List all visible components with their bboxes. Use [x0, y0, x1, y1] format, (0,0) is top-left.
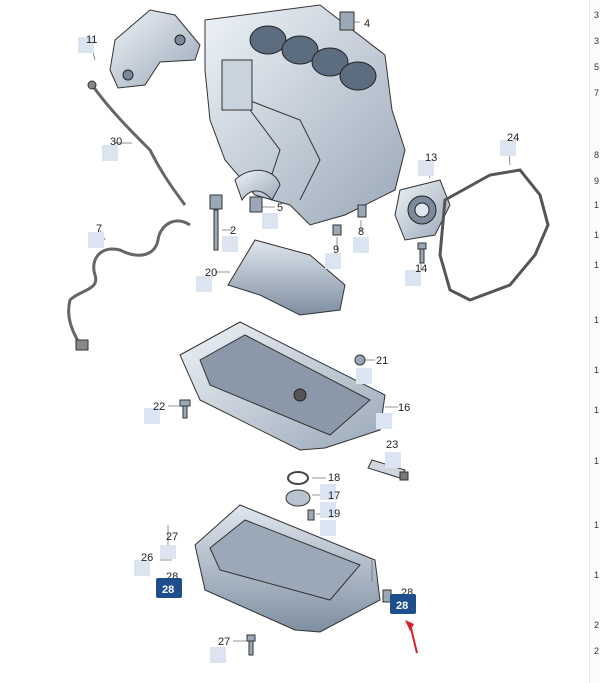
- svg-text:27: 27: [218, 636, 230, 648]
- svg-text:16: 16: [398, 402, 410, 414]
- svg-text:4: 4: [364, 18, 370, 30]
- pointer-arrow: [405, 620, 418, 654]
- svg-text:23: 23: [386, 439, 398, 451]
- pump-seals: [285, 471, 315, 521]
- bearing-caps: [209, 169, 367, 251]
- oil-baffle: [227, 239, 346, 316]
- svg-text:13: 13: [425, 152, 437, 164]
- svg-text:26: 26: [141, 552, 153, 564]
- gasket: [438, 168, 550, 302]
- callout-17[interactable]: 17: [320, 490, 340, 518]
- engine-bracket: [109, 9, 201, 89]
- callout-27-upper[interactable]: 27: [160, 531, 178, 559]
- callouts: 4 11 30 24 13 5 7: [78, 11, 519, 663]
- callout-19[interactable]: 19: [320, 508, 340, 536]
- svg-text:17: 17: [328, 490, 340, 502]
- svg-text:28: 28: [396, 600, 408, 612]
- svg-text:30: 30: [110, 136, 122, 148]
- callout-2[interactable]: 2: [222, 225, 238, 252]
- svg-text:18: 18: [328, 472, 340, 484]
- callout-9[interactable]: 9: [325, 244, 341, 269]
- svg-text:7: 7: [96, 223, 102, 235]
- callout-8[interactable]: 8: [353, 226, 369, 253]
- callout-30[interactable]: 30: [102, 136, 122, 161]
- callout-20[interactable]: 20: [196, 267, 217, 292]
- callout-16[interactable]: 16: [376, 402, 410, 429]
- svg-text:27: 27: [166, 531, 178, 543]
- callout-4[interactable]: 4: [339, 11, 370, 31]
- svg-text:28: 28: [162, 584, 174, 596]
- callout-24[interactable]: 24: [500, 132, 519, 156]
- callout-13[interactable]: 13: [418, 152, 437, 176]
- callout-22[interactable]: 22: [144, 401, 165, 424]
- callout-14[interactable]: 14: [405, 263, 427, 286]
- svg-text:24: 24: [507, 132, 519, 144]
- callout-11[interactable]: 11: [78, 34, 97, 53]
- engine-block: [204, 4, 406, 226]
- lower-oil-pan: [194, 504, 392, 656]
- callout-18[interactable]: 18: [320, 472, 340, 500]
- upper-oil-pan: [179, 321, 386, 451]
- svg-text:14: 14: [415, 263, 427, 275]
- seal-flange: [394, 179, 451, 241]
- callout-26[interactable]: 26: [134, 552, 153, 576]
- svg-text:5: 5: [277, 202, 283, 214]
- callout-21[interactable]: 21: [356, 355, 388, 384]
- callout-7[interactable]: 7: [88, 223, 104, 248]
- svg-text:21: 21: [376, 355, 388, 367]
- oil-pipe: [67, 219, 191, 351]
- svg-text:2: 2: [230, 225, 236, 237]
- svg-text:11: 11: [86, 34, 97, 46]
- svg-text:19: 19: [328, 508, 340, 520]
- svg-text:20: 20: [205, 267, 217, 279]
- right-edge-strip: 3 3 5 7 8 9 1 1 1 1 1 1 1 1 1 2 2: [589, 0, 600, 683]
- callout-23[interactable]: 23: [385, 439, 401, 468]
- svg-text:8: 8: [358, 226, 364, 238]
- svg-text:9: 9: [333, 244, 339, 256]
- callout-27-lower[interactable]: 27: [210, 636, 230, 663]
- callout-5[interactable]: 5: [262, 202, 283, 229]
- dipstick-tube: [87, 80, 187, 206]
- highlight-28-left[interactable]: 28: [156, 578, 182, 598]
- svg-text:22: 22: [153, 401, 165, 413]
- highlight-28-right[interactable]: 28: [390, 594, 416, 614]
- bolt-14: [417, 242, 427, 264]
